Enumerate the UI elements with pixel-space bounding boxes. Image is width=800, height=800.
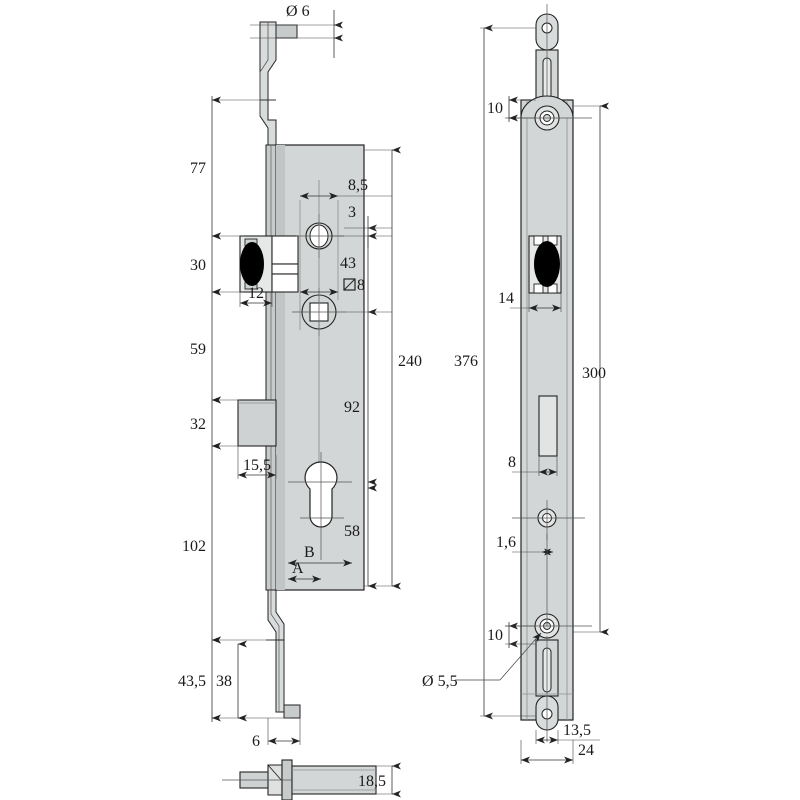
side-dim-dia55-label: Ø 5,5 — [422, 673, 458, 690]
top-pin — [274, 24, 298, 39]
side-view: 10 376 300 14 — [422, 4, 609, 764]
side-dim-8-label: 8 — [508, 454, 516, 471]
dim-square8-group: 8 — [343, 277, 365, 294]
side-dim-376-label: 376 — [454, 353, 478, 370]
side-deadbolt-oval — [534, 241, 560, 287]
latch-block-body — [237, 399, 277, 447]
faceplate-strip-bottom — [266, 589, 285, 713]
latch-block — [237, 399, 277, 447]
square-symbol-slash — [343, 278, 356, 291]
dim-240-label: 240 — [398, 353, 422, 370]
dim-77-label: 77 — [190, 160, 206, 177]
front-view: 77 30 59 32 102 43,5 38 8,5 — [178, 3, 422, 750]
side-dia55-leader-diag — [499, 632, 542, 681]
dim-43-label: 43 — [340, 255, 356, 272]
side-bottom-arm — [521, 636, 573, 742]
dim-38-label: 38 — [216, 673, 232, 690]
side-mid-screw — [512, 500, 585, 540]
detail-body — [291, 765, 377, 795]
bottom-pin — [283, 704, 301, 719]
dim-square8-label: 8 — [357, 277, 365, 294]
side-deadbolt-notch-bl — [533, 283, 544, 294]
faceplate-fold-line — [259, 22, 269, 116]
side-dim-dia55-value: 5,5 — [438, 673, 458, 690]
detail-dim-185-label: 18,5 — [358, 773, 386, 790]
dim-92-label: 92 — [344, 399, 360, 416]
side-dim-10bot-label: 10 — [487, 627, 503, 644]
front-left-dimension-chain: 77 30 59 32 102 43,5 38 — [178, 96, 290, 722]
side-dim-16-label: 1,6 — [496, 534, 516, 551]
front-misc-dimensions: Ø 6 12 15,5 6 B A — [237, 3, 352, 750]
side-latch-slot — [538, 395, 558, 457]
bottom-detail-view: 18,5 — [222, 759, 401, 800]
side-deadbolt-notch-tl — [533, 235, 544, 246]
euro-cylinder-hole — [288, 452, 352, 560]
side-dim-24-label: 24 — [578, 742, 594, 759]
deadbolt-assembly — [239, 235, 299, 293]
follower-box-middle — [271, 263, 299, 275]
follower-box-lower — [271, 273, 299, 293]
side-dim-10top-label: 10 — [487, 100, 503, 117]
front-faceplate-bottom — [266, 589, 301, 719]
dim-6-label: 6 — [252, 733, 260, 750]
dim-58-label: 58 — [344, 523, 360, 540]
dim-32-label: 32 — [190, 416, 206, 433]
dim-arrows-38 — [238, 640, 247, 722]
side-dim-14-label: 14 — [498, 290, 514, 307]
dim-dia6-value: 6 — [302, 3, 310, 20]
faceplate-bottom-fold — [270, 590, 280, 712]
dim-102-label: 102 — [182, 538, 206, 555]
dim-58-arrows — [368, 478, 377, 590]
side-dimension-chain: 10 376 300 14 — [422, 24, 609, 764]
side-top-arm — [535, 4, 559, 140]
dim-arrows-left — [212, 96, 221, 722]
dim-59-label: 59 — [190, 341, 206, 358]
dim-12-label: 12 — [248, 285, 264, 302]
side-main-strip — [505, 95, 592, 721]
deadbolt-oval — [240, 242, 264, 286]
follower-box-upper — [271, 235, 299, 265]
side-deadbolt — [528, 235, 562, 294]
diameter-symbol-icon-2: Ø — [422, 673, 434, 690]
dim-3-label: 3 — [348, 204, 356, 221]
dim-30-label: 30 — [190, 257, 206, 274]
dim-dia6-label: Ø 6 — [286, 3, 310, 20]
dim-85-label: 8,5 — [348, 177, 368, 194]
side-dim-300-label: 300 — [582, 365, 606, 382]
diameter-symbol-icon: Ø — [286, 3, 298, 20]
dim-A-label: A — [292, 560, 304, 577]
front-right-dimension-chain: 8,5 3 43 8 — [300, 146, 422, 590]
square-symbol-icon — [343, 278, 356, 291]
side-dim-135-label: 13,5 — [563, 722, 591, 739]
dim-435-label: 43,5 — [178, 673, 206, 690]
dim-155-label: 15,5 — [243, 457, 271, 474]
case-edge-shade — [276, 145, 285, 590]
side-dim-10top-arrows — [509, 96, 518, 122]
dim-B-label: B — [304, 544, 315, 561]
